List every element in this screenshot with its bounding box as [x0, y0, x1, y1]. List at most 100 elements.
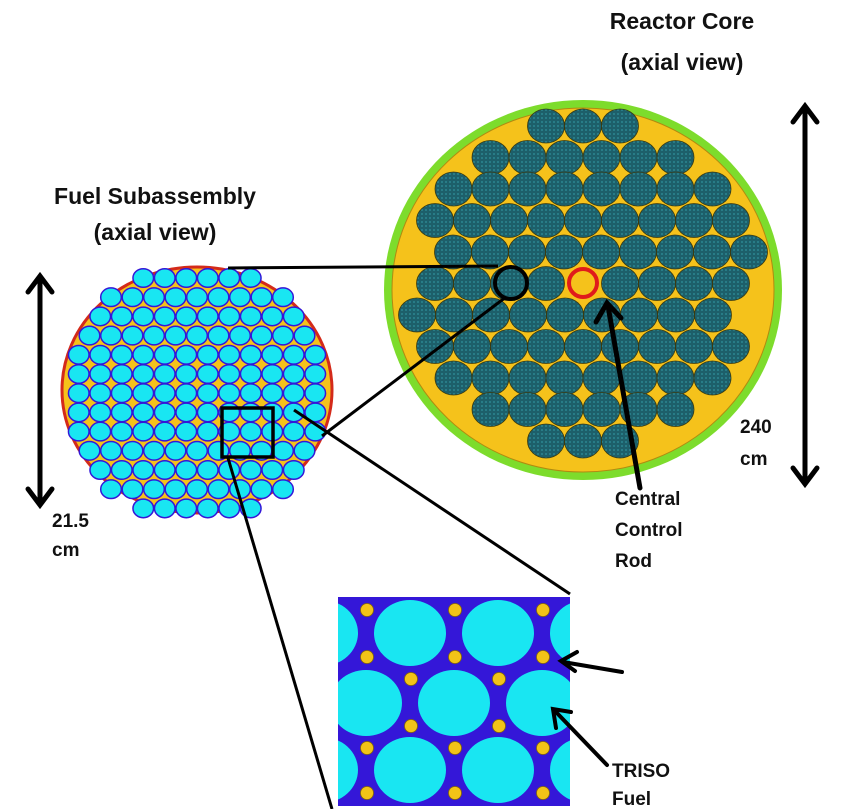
fuel-pin	[196, 459, 219, 481]
fuel-assembly	[693, 234, 731, 270]
fuel-pin	[304, 344, 327, 365]
fuel-pin	[175, 267, 198, 289]
fuel-pin	[142, 325, 166, 346]
control-rod-label-line: Rod	[615, 551, 652, 572]
coolant-channel	[536, 650, 550, 664]
fuel-pin	[142, 287, 166, 308]
fuel-assembly	[582, 392, 621, 427]
fuel-pin	[67, 363, 90, 385]
fuel-pin	[153, 363, 176, 385]
fuel-pin	[99, 325, 123, 346]
fuel-pin	[261, 459, 284, 481]
coolant-channel	[360, 650, 374, 664]
control-rod-label-line: Central	[615, 489, 680, 510]
fuel-assembly	[527, 423, 565, 459]
fuel-pin	[110, 306, 133, 327]
fuel-pin	[89, 459, 112, 481]
fuel-assembly	[527, 266, 565, 301]
fuel-assembly	[601, 108, 639, 144]
fuel-pin	[132, 402, 155, 423]
fuel-assembly	[601, 329, 639, 364]
fuel-pin	[132, 267, 155, 289]
fuel-pin	[99, 479, 123, 500]
triso-label-line: TRISO	[612, 761, 670, 782]
fuel-pin	[132, 421, 155, 442]
fuel-pin	[239, 402, 262, 423]
fuel-assembly	[527, 108, 565, 144]
fuel-assembly	[601, 203, 639, 238]
fuel-pin	[218, 306, 241, 327]
fuel-assembly	[712, 329, 750, 364]
fuel-subassembly	[60, 265, 334, 519]
fuel-pin	[282, 306, 305, 327]
fuel-pin	[282, 459, 305, 481]
fuel-assembly	[508, 140, 547, 175]
fuel-assembly	[619, 234, 657, 270]
fuel-pin	[218, 421, 241, 442]
fuel-pin	[228, 287, 252, 308]
fuel-assembly	[508, 234, 546, 270]
fuel-pin	[175, 383, 198, 404]
coolant-channel	[536, 603, 550, 617]
fuel-assembly	[490, 203, 528, 238]
fuel-pin	[110, 383, 133, 404]
fuel-pin	[175, 344, 198, 365]
fuel-assembly	[472, 297, 510, 333]
fuel-assembly	[545, 234, 583, 270]
fuel-assembly	[509, 297, 547, 333]
fuel-assembly	[656, 171, 695, 207]
triso-fuel-pin	[462, 600, 534, 666]
fuel-pin	[89, 363, 112, 385]
coolant-arrow	[557, 650, 624, 674]
fuel-pin	[153, 459, 176, 481]
fuel-pin	[153, 267, 176, 289]
fuel-assembly	[508, 360, 547, 396]
triso-fuel-pin	[374, 737, 446, 803]
fuel-pin	[175, 363, 198, 385]
central-control-rod	[567, 267, 599, 299]
fuel-pin	[164, 440, 187, 461]
fuel-assembly	[564, 203, 602, 238]
fuel-pin	[110, 344, 133, 365]
coolant-channel	[492, 672, 506, 686]
fuel-assembly	[416, 266, 454, 301]
fuel-pin	[175, 402, 198, 423]
fuel-assembly	[508, 392, 547, 427]
core-subtitle: (axial view)	[621, 49, 744, 75]
fuel-pin	[282, 344, 305, 365]
fuel-pin	[207, 479, 230, 500]
fuel-pin	[67, 402, 90, 423]
zoom-box	[220, 406, 275, 459]
control-rod-arrow	[593, 298, 643, 491]
fuel-assembly	[527, 203, 565, 238]
fuel-assembly	[545, 392, 584, 427]
coolant-channel	[448, 741, 462, 755]
triso-fuel-pin	[374, 600, 446, 666]
fuel-pin	[132, 306, 155, 327]
fuel-assembly	[675, 329, 713, 364]
fuel-assembly	[453, 329, 491, 364]
fuel-assembly	[527, 329, 565, 364]
fuel-assembly	[564, 108, 602, 144]
fuel-assembly	[638, 329, 676, 364]
subassembly-pins	[67, 267, 327, 519]
fuel-pin	[121, 287, 144, 308]
subassembly-dimension-unit: cm	[52, 540, 79, 561]
fuel-pin	[282, 402, 305, 423]
coolant-channel	[360, 741, 374, 755]
core-dimension-value: 240	[740, 417, 772, 438]
fuel-pin	[121, 325, 144, 346]
subassembly-title: Fuel Subassembly	[54, 183, 256, 209]
fuel-pin	[132, 363, 155, 385]
fuel-assembly	[453, 203, 491, 238]
fuel-pin	[153, 498, 176, 519]
fuel-pin	[261, 363, 284, 385]
fuel-pin	[218, 344, 241, 365]
fuel-pin	[110, 402, 133, 423]
fuel-assembly	[564, 423, 602, 459]
fuel-pin	[153, 306, 176, 327]
pin-lattice-inset	[338, 597, 570, 806]
subassembly-dimension-value: 21.5	[52, 511, 89, 532]
fuel-assembly	[545, 360, 584, 396]
connector-line	[226, 457, 334, 809]
